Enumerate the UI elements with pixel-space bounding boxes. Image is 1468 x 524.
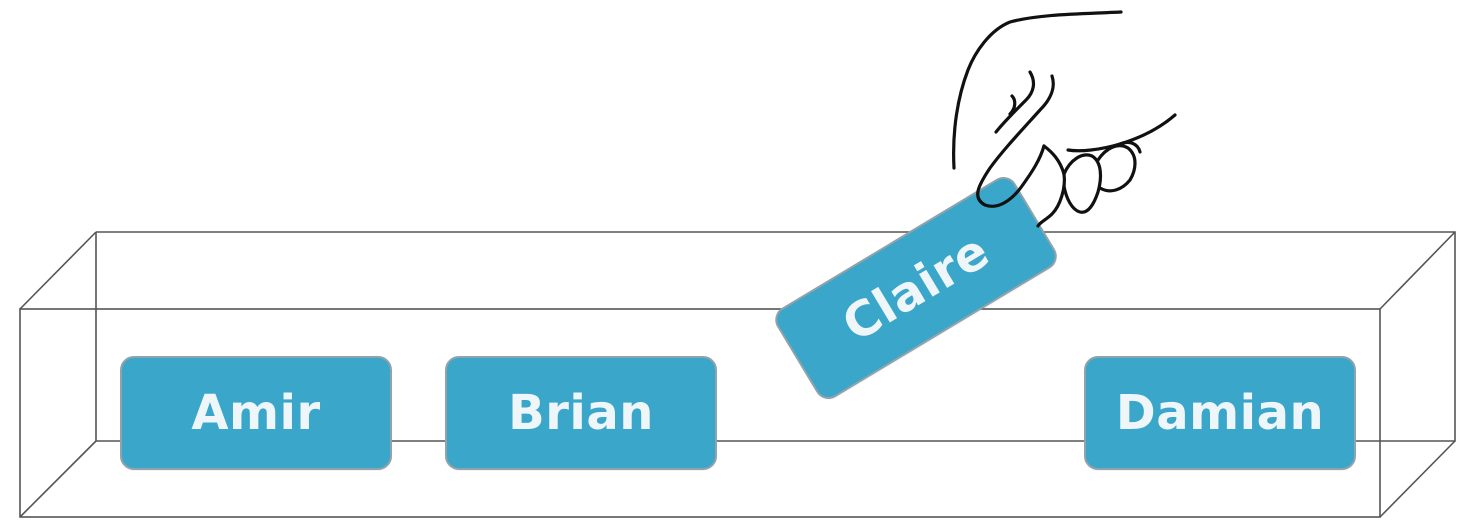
- card-label: Damian: [1115, 385, 1325, 441]
- name-card-brian[interactable]: Brian: [445, 356, 717, 470]
- name-card-damian[interactable]: Damian: [1084, 356, 1356, 470]
- card-label: Brian: [508, 385, 654, 441]
- name-card-amir[interactable]: Amir: [120, 356, 392, 470]
- card-label: Amir: [191, 385, 321, 441]
